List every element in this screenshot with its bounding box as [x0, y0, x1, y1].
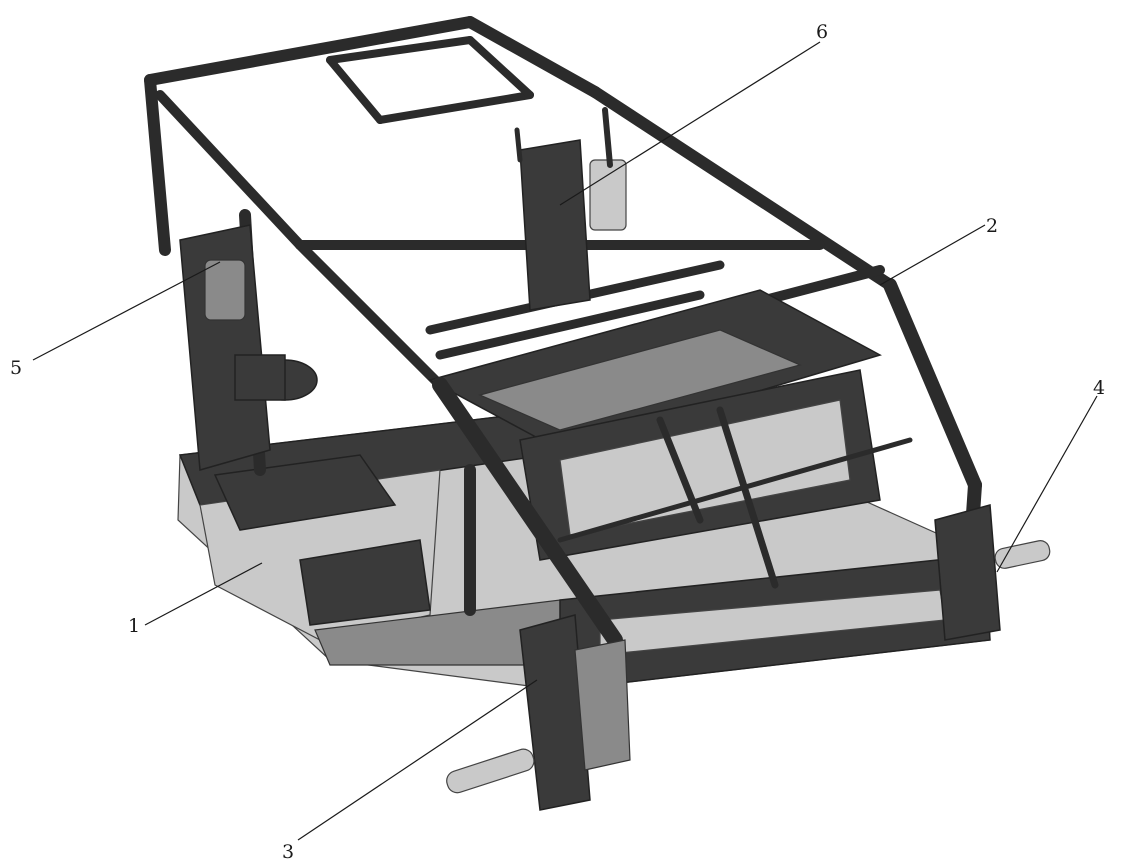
callout-label-5: 5	[10, 357, 22, 379]
leader-line-5	[32, 261, 221, 361]
callout-label-4: 4	[1093, 377, 1105, 399]
callout-label-2: 2	[986, 215, 998, 237]
leader-line-1	[144, 562, 263, 626]
left-drive-unit	[179, 224, 318, 471]
callout-labels: 1 2 3 4 5 6	[10, 21, 1105, 863]
leader-line-2	[879, 224, 986, 286]
leader-line-3	[297, 679, 538, 841]
center-column	[514, 107, 627, 311]
front-arm	[432, 377, 631, 811]
callout-label-1: 1	[128, 615, 140, 637]
leader-lines	[32, 41, 1098, 841]
leader-line-4	[996, 395, 1098, 573]
right-foot	[934, 504, 1051, 641]
leader-line-6	[559, 41, 821, 206]
callout-label-6: 6	[816, 21, 828, 43]
callout-label-3: 3	[282, 841, 294, 863]
